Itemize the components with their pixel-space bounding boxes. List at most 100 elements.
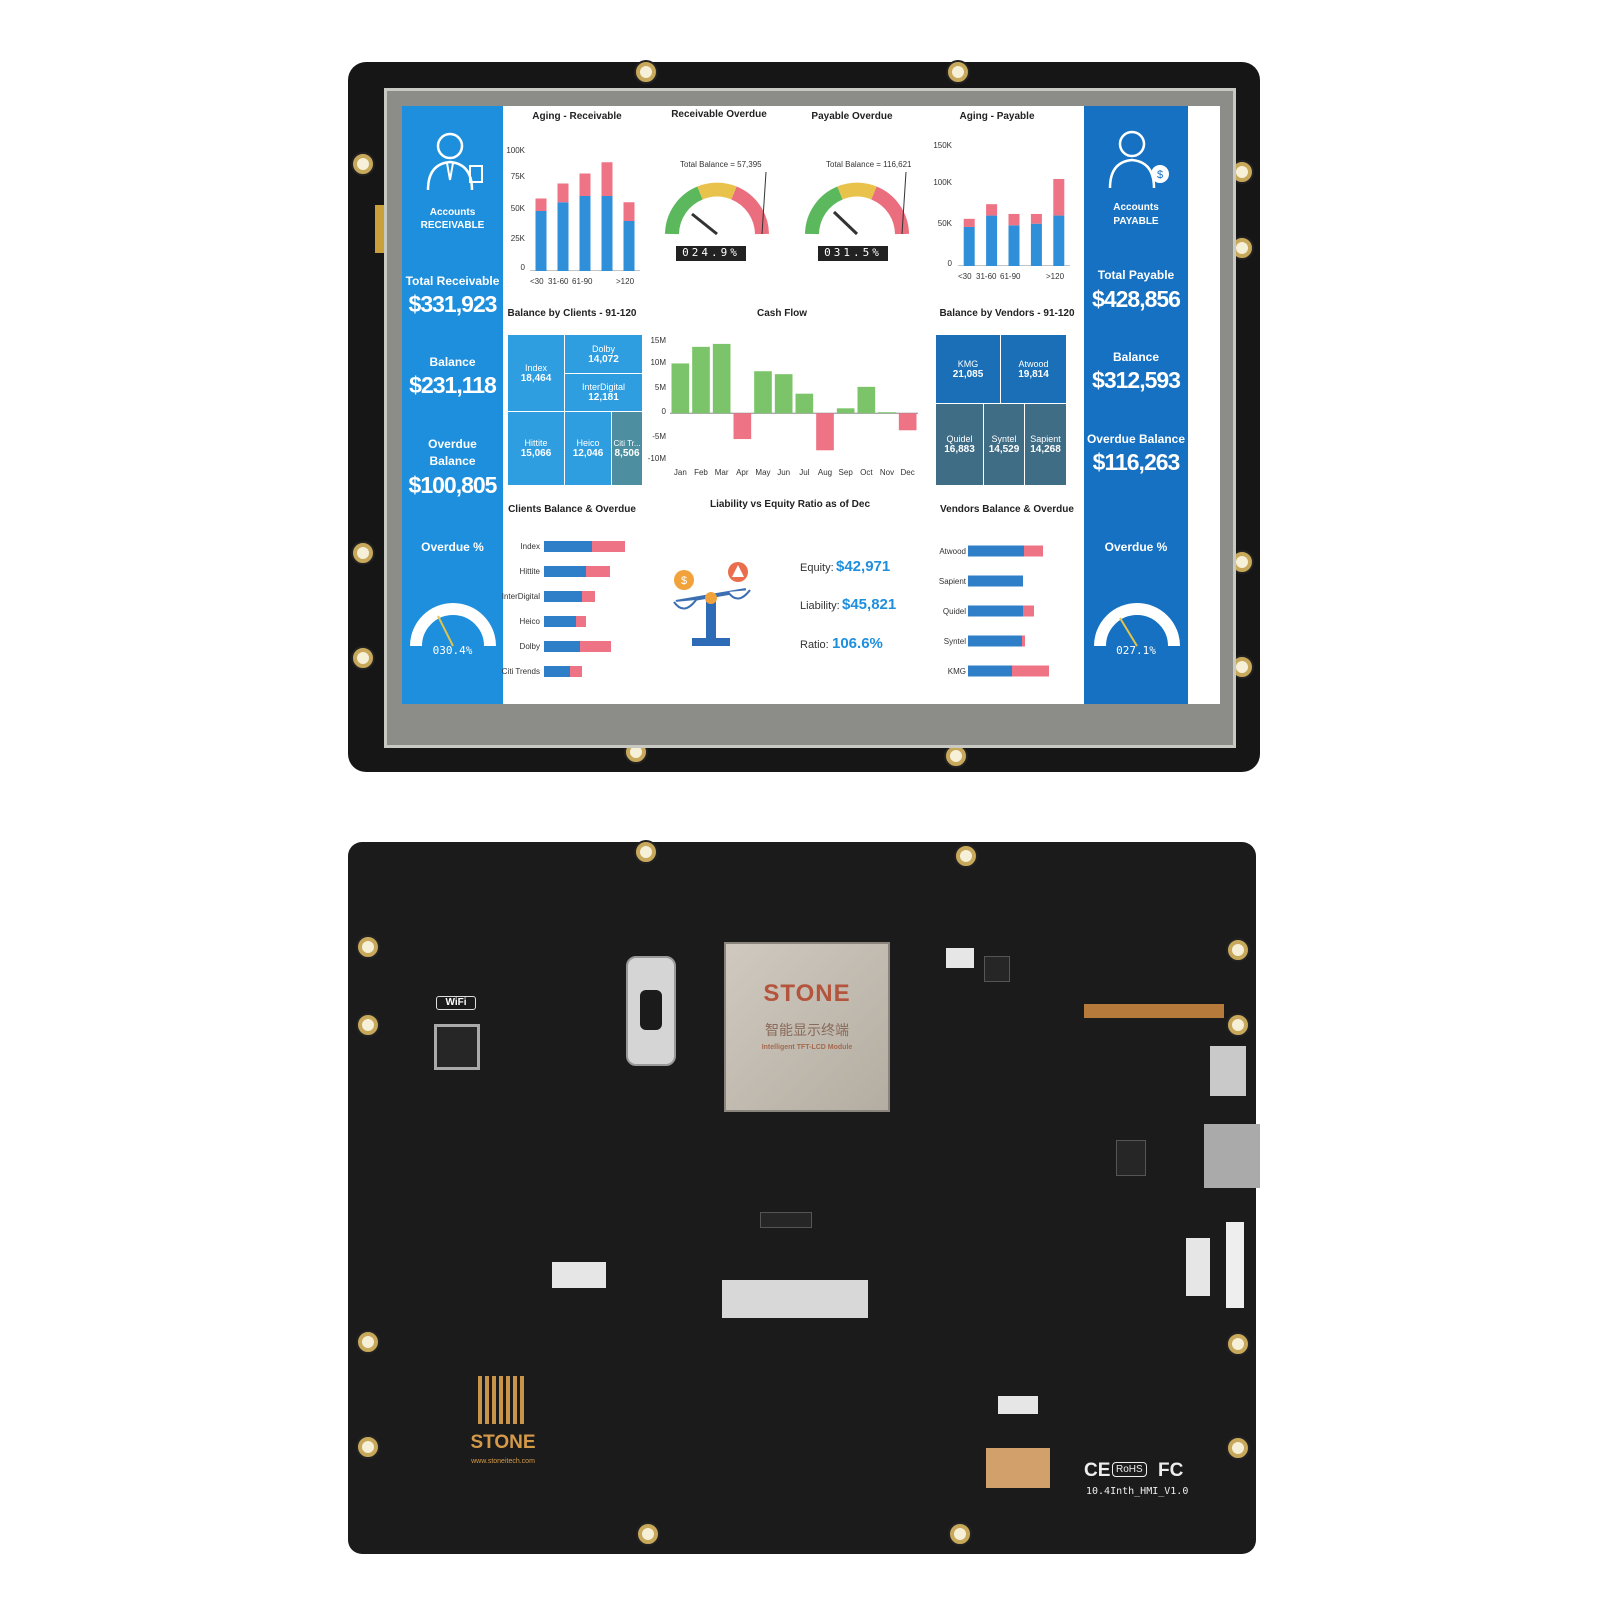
liability-value: $45,821 xyxy=(842,596,897,613)
x-tick: <30 xyxy=(530,277,544,286)
bar-overdue xyxy=(582,591,595,602)
cell-value: 14,268 xyxy=(1030,444,1061,455)
cell-name: KMG xyxy=(957,358,979,369)
mount-hole xyxy=(353,648,373,668)
y-tick: 50K xyxy=(510,204,525,213)
y-tick: 75K xyxy=(510,172,525,181)
balance-label: Balance xyxy=(429,355,476,369)
mount-hole xyxy=(1228,1015,1248,1035)
bar-overdue xyxy=(1023,605,1034,617)
bar-overdue xyxy=(557,183,569,203)
bar-negative xyxy=(898,413,917,431)
bar-overdue xyxy=(1024,545,1043,557)
vendors-bars-chart[interactable] xyxy=(968,536,1068,686)
bar-balance xyxy=(544,666,570,677)
cash-flow-chart[interactable] xyxy=(670,340,918,462)
bar-positive xyxy=(836,408,855,414)
bar-overdue xyxy=(1008,213,1020,226)
bar-overdue xyxy=(623,202,635,221)
bar-label: Heico xyxy=(519,617,540,626)
gauge-readout: 024.9% xyxy=(676,246,746,261)
svg-text:$: $ xyxy=(1157,169,1163,181)
overdue-pct-label: Overdue % xyxy=(1104,540,1168,554)
treemap-cell[interactable]: Citi Tr...8,506 xyxy=(612,412,642,485)
cell-name: Quidel xyxy=(946,434,973,444)
cell-name: Syntel xyxy=(991,434,1017,444)
cell-name: Hittite xyxy=(524,438,548,448)
clients-treemap-title: Balance by Clients - 91-120 xyxy=(507,308,637,319)
panel-title-2: PAYABLE xyxy=(1113,216,1159,227)
receivable-overdue-title: Receivable Overdue xyxy=(671,109,767,120)
bar-overdue xyxy=(586,566,610,577)
connector xyxy=(998,1396,1038,1414)
bar-balance xyxy=(535,211,547,271)
qr-code-icon xyxy=(478,1376,526,1424)
equity-label: Equity: xyxy=(800,562,834,574)
mount-hole xyxy=(956,846,976,866)
overdue-pct-label: Overdue % xyxy=(421,540,484,554)
battery-slot xyxy=(640,990,662,1030)
cpu-chinese-label: 智能显示终端 xyxy=(765,1023,849,1039)
bar-balance xyxy=(963,226,975,266)
aging-receivable-chart[interactable] xyxy=(530,146,640,271)
bar-negative xyxy=(816,413,834,451)
overdue-balance-label: Overdue Balance xyxy=(1086,432,1186,446)
total-payable-value: $428,856 xyxy=(1092,286,1181,312)
mount-hole xyxy=(950,1524,970,1544)
cell-value: 21,085 xyxy=(952,368,984,380)
bar-positive xyxy=(671,363,690,414)
bar-positive xyxy=(692,346,710,414)
bar-balance xyxy=(579,196,591,271)
overdue-value: $100,805 xyxy=(408,472,498,498)
cell-value: 14,529 xyxy=(988,444,1020,455)
fpc-ribbon xyxy=(1084,1004,1224,1018)
mount-hole xyxy=(636,62,656,82)
cell-value: 12,046 xyxy=(572,448,604,459)
x-tick: Jul xyxy=(799,468,810,477)
serial-connector xyxy=(1186,1238,1210,1296)
bar-label: Syntel xyxy=(943,636,966,646)
bar-label: Citi Trends xyxy=(501,667,540,676)
x-tick: Jan xyxy=(673,468,687,477)
bar-overdue xyxy=(986,204,998,216)
mount-hole xyxy=(638,1524,658,1544)
x-tick: 61-90 xyxy=(1000,272,1021,281)
bar-balance xyxy=(544,591,582,602)
mount-hole xyxy=(358,1015,378,1035)
bar-balance xyxy=(601,196,613,271)
x-tick: Feb xyxy=(694,468,708,477)
payable-panel: $ Accounts PAYABLE Total Payable $428,85… xyxy=(1084,106,1188,704)
mount-hole xyxy=(946,746,966,766)
aging-payable-chart[interactable] xyxy=(958,144,1070,266)
y-tick: -10M xyxy=(647,454,666,463)
clients-bars-chart[interactable] xyxy=(544,534,644,684)
bar-label: Index xyxy=(520,542,540,551)
cell-name: Citi Tr... xyxy=(613,438,641,448)
total-balance-text: Total Balance = 57,395 xyxy=(680,160,762,169)
y-tick: 150K xyxy=(933,141,952,150)
bar-balance xyxy=(968,635,1022,647)
bar-label: Quidel xyxy=(942,606,966,616)
overdue-value: $116,263 xyxy=(1092,449,1181,475)
y-tick: 100K xyxy=(506,146,525,155)
model-label: 10.4Inth_HMI_V1.0 xyxy=(1086,1486,1189,1497)
bar-overdue xyxy=(963,218,975,227)
bar-overdue xyxy=(1053,178,1065,216)
cpu-brand: STONE xyxy=(763,980,851,1007)
bar-overdue xyxy=(601,162,613,196)
hmi-screen[interactable]: Accounts RECEIVABLE Total Receivable $33… xyxy=(402,106,1220,704)
total-payable-label: Total Payable xyxy=(1097,268,1175,282)
